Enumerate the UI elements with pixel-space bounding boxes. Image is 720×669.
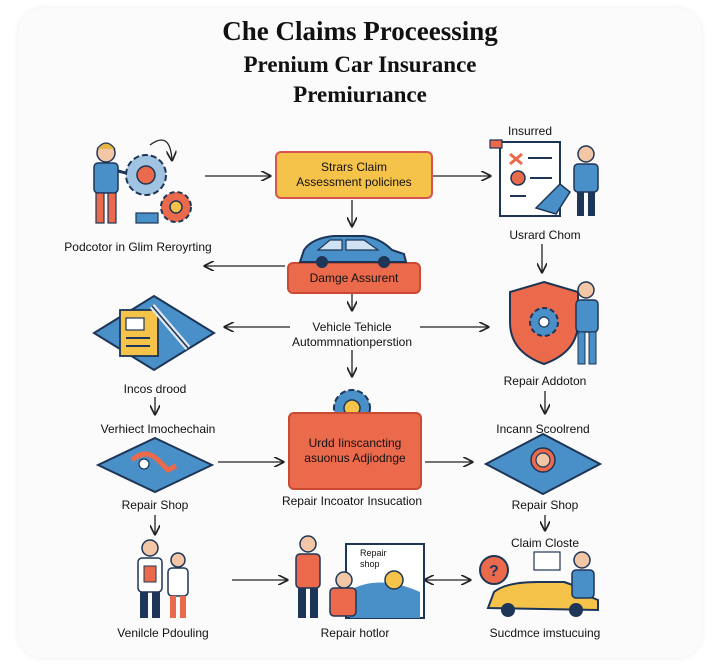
claim-closte-label: Claim Closte <box>510 536 579 550</box>
urdd-box: Urdd Iinscancting asuonus Adjiodnge <box>288 412 422 490</box>
svg-text:?: ? <box>489 563 499 580</box>
arrow <box>149 139 172 160</box>
claim-reporting-label: Podcotor in Glim Reroyrting <box>64 240 212 254</box>
vehicle-automation-label: Autommnationperstion <box>291 335 413 349</box>
sucdmce-label: Sucdmce imstucuing <box>489 626 601 640</box>
verhiect-label: Verhiect Imochechain <box>100 422 216 436</box>
repair-incoator-label: Repair Incoator Insucation <box>281 494 423 508</box>
vehicle-pdouling-label: Venilcle Pdouling <box>117 626 209 640</box>
person-gears-icon <box>93 142 192 224</box>
diagram-title: Che Claims Proceessing <box>222 16 498 46</box>
car-people-icon: ? <box>479 551 599 617</box>
people-icon <box>137 539 189 618</box>
repair-scene-icon <box>295 535 425 619</box>
diagram-subtitle-2: Premiurıance <box>293 82 427 107</box>
incann-label: Incann Scoolrend <box>496 422 590 436</box>
assessment-box: Strars Claim Assessment policines <box>275 151 433 199</box>
urdd-line1: Urdd Iinscancting <box>308 436 402 450</box>
insured-label: Insurred <box>507 124 553 138</box>
speech-bubble-text: Repair shop <box>360 548 387 569</box>
diagram-subtitle: Prenium Car Insurance <box>243 52 477 77</box>
repair-hotlor-label: Repair hotlor <box>320 626 390 640</box>
urdd-line2: asuonus Adjiodnge <box>304 451 406 465</box>
incos-drood-label: Incos drood <box>123 382 187 396</box>
repair-shop-right-label: Repair Shop <box>511 498 579 512</box>
vehicle-tehicle-label: Vehicle Tehicle <box>312 320 392 334</box>
car-icon <box>298 235 408 268</box>
agent-diamond-icon <box>484 432 602 496</box>
repair-shop-left-label: Repair Shop <box>121 498 189 512</box>
repair-shop-diamond-icon <box>96 436 214 494</box>
insurance-document-icon <box>489 139 599 217</box>
document-wrench-icon <box>92 294 216 372</box>
repair-addoton-label: Repair Addoton <box>503 374 587 388</box>
shield-gear-icon <box>509 280 599 366</box>
usrard-chom-label: Usrard Chom <box>509 228 581 242</box>
